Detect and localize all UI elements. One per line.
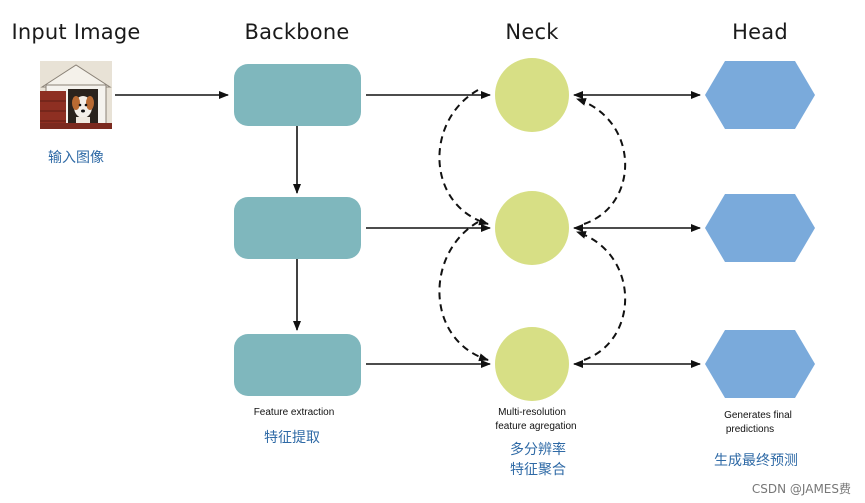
head-node-1 <box>705 61 815 129</box>
dashed-arrow-right-2-1 <box>576 98 627 225</box>
head-node-2 <box>705 194 815 262</box>
label-cn-backbone: 特征提取 <box>264 430 320 446</box>
input-image-thumbnail <box>40 61 112 129</box>
label-en-neck-2: feature agregation <box>495 421 577 432</box>
dashed-arrow-left-1-2 <box>438 89 489 226</box>
neck-node-1 <box>495 58 569 132</box>
title-backbone: Backbone <box>244 20 350 44</box>
dog-photo-icon <box>40 61 112 129</box>
neck-node-2 <box>495 191 569 265</box>
label-en-neck-1: Multi-resolution <box>498 407 566 418</box>
backbone-block-3 <box>234 334 361 396</box>
title-neck: Neck <box>505 20 559 44</box>
watermark: CSDN @JAMES费 <box>751 482 851 496</box>
backbone-block-2 <box>234 197 361 259</box>
dashed-arrow-right-3-2 <box>576 231 627 361</box>
backbone-block-1 <box>234 64 361 126</box>
label-en-backbone: Feature extraction <box>253 407 335 418</box>
title-head: Head <box>732 20 788 44</box>
label-cn-head: 生成最终预测 <box>714 453 798 469</box>
label-cn-neck-1: 多分辨率 <box>510 442 566 458</box>
neck-node-3 <box>495 327 569 401</box>
label-en-head-1: Generates final <box>724 410 792 421</box>
title-input-image: Input Image <box>11 20 141 44</box>
dashed-arrow-left-2-3 <box>438 221 489 362</box>
label-cn-neck-2: 特征聚合 <box>510 462 566 478</box>
label-cn-input: 输入图像 <box>48 150 104 166</box>
label-en-head-2: predictions <box>725 424 775 435</box>
head-node-3 <box>705 330 815 398</box>
